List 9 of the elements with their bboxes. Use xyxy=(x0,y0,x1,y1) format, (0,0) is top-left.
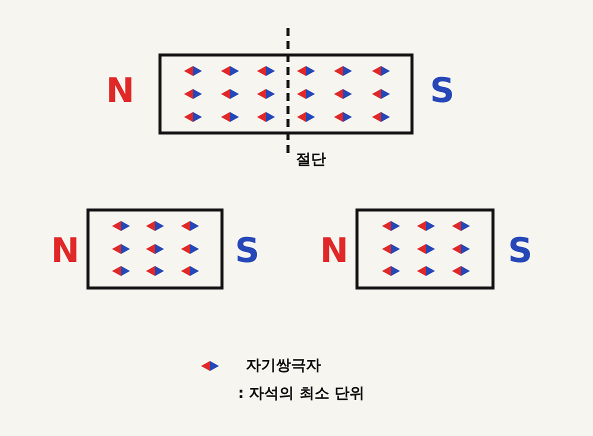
south-pole-label: S xyxy=(235,234,260,268)
legend-label: 자기쌍극자 xyxy=(246,358,321,373)
north-pole-label: N xyxy=(320,234,348,268)
cut-label: 절단 xyxy=(296,152,326,167)
legend-description: : 자석의 최소 단위 xyxy=(238,386,365,401)
south-pole-label: S xyxy=(508,234,532,268)
north-pole-label: N xyxy=(106,74,134,108)
south-pole-label: S xyxy=(430,74,454,108)
north-pole-label: N xyxy=(51,234,80,268)
